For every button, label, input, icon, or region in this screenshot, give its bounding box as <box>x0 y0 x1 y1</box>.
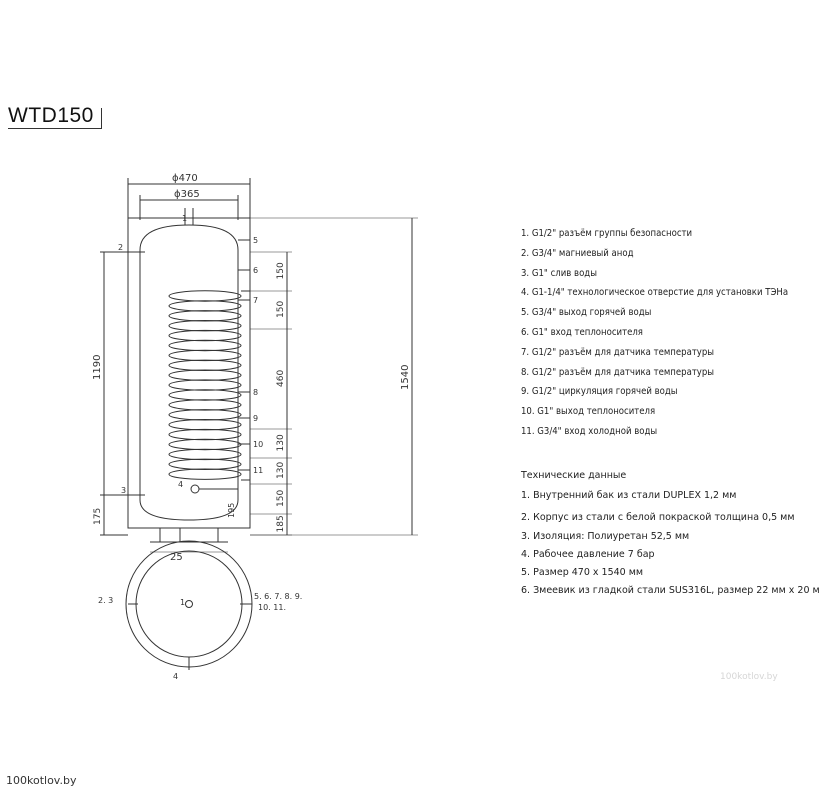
heat-exchanger-coil <box>168 290 250 481</box>
port-label-6: 6 <box>253 266 258 275</box>
tech-spec-item: 3. Изоляция: Полиуретан 52,5 мм <box>521 530 690 542</box>
watermark-site: 100kotlov.by <box>6 774 77 787</box>
plan-label-right-2: 10. 11. <box>258 603 286 612</box>
connection-item: 1. G1/2" разъём группы безопасности <box>521 228 693 239</box>
tech-spec-item: 4. Рабочее давление 7 бар <box>521 548 655 560</box>
inner-tank <box>139 224 239 521</box>
tech-spec-item: 2. Корпус из стали с белой покраской тол… <box>521 512 795 524</box>
port-label-9: 9 <box>253 414 258 423</box>
dim-total-height: 1540 <box>400 365 411 390</box>
label-port-2: 2 <box>118 243 123 252</box>
plan-label-bottom: 4 <box>173 672 178 681</box>
coil-loop <box>168 349 242 362</box>
dim-inner-bottom: 195 <box>227 503 236 518</box>
port-label-7: 7 <box>253 296 258 305</box>
coil-loop <box>168 339 242 352</box>
plan-center-port <box>185 600 193 608</box>
dim-segment-label: 150 <box>276 262 286 279</box>
coil-loop <box>168 458 242 470</box>
dim-bottom-left: 175 <box>93 508 103 525</box>
connection-item: 11. G3/4" вход холодной воды <box>521 425 658 437</box>
port-label-10: 10 <box>253 440 263 449</box>
right-connections <box>238 239 250 471</box>
port-label-11: 11 <box>253 466 263 475</box>
stage: WTD150 <box>6 104 820 787</box>
connection-list: 1. G1/2" разъём группы безопасности 2. G… <box>521 224 788 442</box>
coil-loop <box>168 428 242 441</box>
dim-segment-label: 150 <box>276 301 286 318</box>
dim-segment-label: 150 <box>276 490 286 507</box>
connection-item: 10. G1" выход теплоносителя <box>521 406 656 418</box>
dim-segment-label: 460 <box>276 370 286 387</box>
connection-item: 7. G1/2" разъём для датчика температуры <box>521 346 715 358</box>
coil-loop <box>168 320 242 332</box>
dim-segment-label: 185 <box>276 515 286 532</box>
port-label-8: 8 <box>253 388 258 397</box>
title-rule <box>101 108 102 128</box>
dim-segment-label: 130 <box>276 462 286 479</box>
coil-loop <box>168 389 242 401</box>
coil-loop <box>168 419 242 431</box>
right-port-labels: 5 6 7 8 9 10 11 <box>253 236 263 475</box>
dim-bottom-mark: 25 <box>170 552 183 563</box>
connection-item: 5. G3/4" выход горячей воды <box>521 307 652 319</box>
plan-outer <box>125 540 253 668</box>
coil-loop <box>168 409 242 421</box>
coil-loop <box>168 438 242 451</box>
coil-loop <box>168 290 242 302</box>
coil-loop <box>168 359 242 371</box>
heater-port-circle <box>190 484 200 494</box>
dim-height-left: 1190 <box>92 355 103 380</box>
connection-item: 3. G1" слив воды <box>521 267 597 279</box>
plan-label-left: 2. 3 <box>98 596 113 605</box>
connection-item: 2. G3/4" магниевый анод <box>521 247 634 259</box>
tech-specs-list: 1. Внутренний бак из стали DUPLEX 1,2 мм… <box>521 487 820 601</box>
coil-loop <box>168 379 242 391</box>
port-label-5: 5 <box>253 236 258 245</box>
dim-inner-diameter: ϕ365 <box>174 189 200 200</box>
plan-inner <box>135 550 243 658</box>
connection-item: 4. G1-1/4" технологическое отверстие для… <box>521 287 789 299</box>
label-port-3: 3 <box>121 486 126 495</box>
title-underline <box>8 128 102 129</box>
plan-label-center: 1 <box>180 598 185 607</box>
watermark-light: 100kotlov.by <box>720 672 778 682</box>
coil-loop <box>168 300 242 312</box>
right-dim-labels: 150 150 460 130 130 150 185 <box>276 262 286 532</box>
coil-loop <box>168 468 242 480</box>
dim-segment-label: 130 <box>276 434 286 451</box>
label-port-4: 4 <box>178 480 183 489</box>
model-title: WTD150 <box>8 104 94 127</box>
plan-label-right-1: 5. 6. 7. 8. 9. <box>254 592 302 601</box>
label-port-1: 1 <box>182 214 187 223</box>
connection-item: 8. G1/2" разъём для датчика температуры <box>521 366 715 378</box>
coil-loop <box>168 399 242 411</box>
technical-drawing: ϕ470 ϕ365 1 2 3 4 1190 175 1540 195 25 5… <box>92 173 418 681</box>
coil-loop <box>168 369 242 381</box>
coil-loop <box>168 310 242 322</box>
tech-spec-item: 6. Змеевик из гладкой стали SUS316L, раз… <box>521 585 820 597</box>
connection-item: 6. G1" вход теплоносителя <box>521 326 643 338</box>
dim-outer-diameter: ϕ470 <box>172 173 198 184</box>
coil-loop <box>168 448 242 461</box>
tech-spec-item: 5. Размер 470 x 1540 мм <box>521 567 644 579</box>
outer-casing <box>127 217 251 529</box>
tech-spec-item: 1. Внутренний бак из стали DUPLEX 1,2 мм <box>521 490 737 501</box>
coil-loop <box>168 329 242 342</box>
connection-item: 9. G1/2" циркуляция горячей воды <box>521 386 678 398</box>
tech-heading: Технические данные <box>521 470 627 481</box>
